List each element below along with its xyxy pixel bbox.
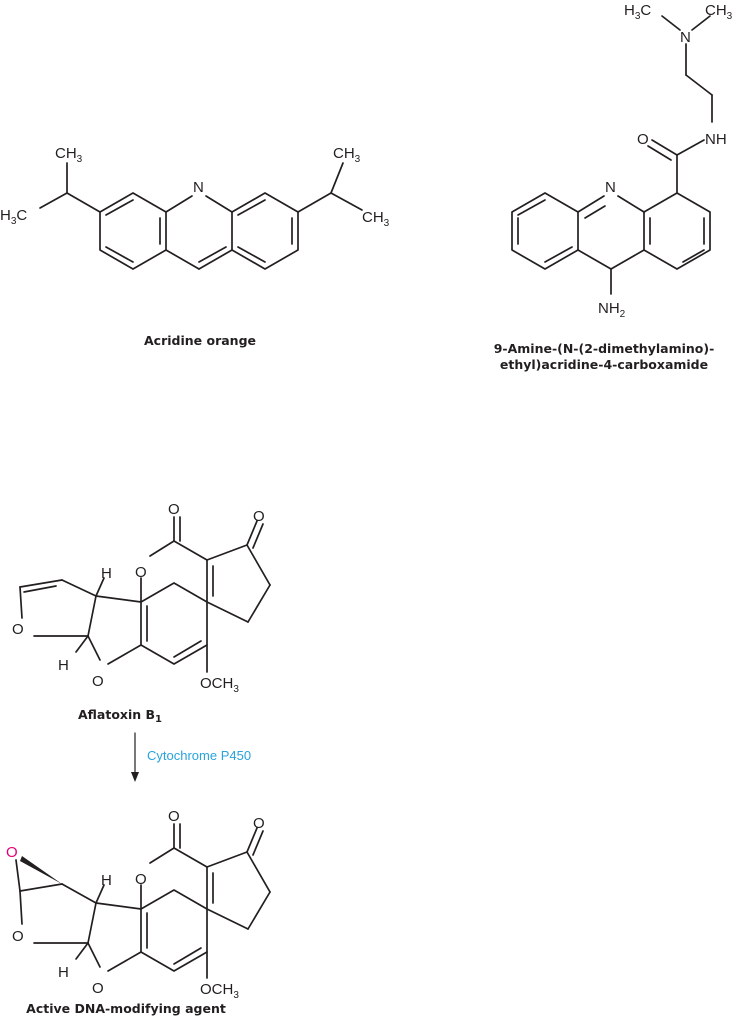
hydrogen-label: H	[101, 872, 112, 889]
carboxamide-caption-line-2: ethyl)acridine-4-carboxamide	[500, 357, 708, 372]
reaction-arrow	[131, 733, 139, 782]
amide-nh-label: NH	[705, 131, 727, 148]
ring-oxygen-label: O	[135, 564, 147, 581]
amine-nitrogen-label: N	[680, 29, 691, 46]
aflatoxin-caption: Aflatoxin B1	[78, 707, 162, 725]
methoxy-label: OCH3	[200, 675, 239, 695]
carboxamide-structure	[512, 16, 712, 294]
methyl-label: CH3	[362, 209, 390, 229]
methyl-label: H3C	[624, 2, 651, 22]
active-agent-structure	[16, 824, 270, 978]
carbonyl-oxygen-label: O	[637, 131, 649, 148]
acridine-orange-caption: Acridine orange	[144, 333, 256, 348]
furan-oxygen-label: O	[12, 928, 24, 945]
ketone-oxygen-label: O	[253, 508, 265, 525]
furan-oxygen-label: O	[12, 621, 24, 638]
methyl-label: CH3	[705, 2, 733, 22]
methoxy-label: OCH3	[200, 981, 239, 1001]
ring-nitrogen-label: N	[193, 179, 204, 196]
amino-group-label: NH2	[598, 300, 626, 320]
aflatoxin-structure	[20, 517, 270, 672]
methyl-label: H3C	[0, 207, 27, 227]
ring-oxygen-label: O	[135, 871, 147, 888]
methyl-label: CH3	[55, 145, 83, 165]
furan-oxygen-label: O	[92, 673, 104, 690]
furan-oxygen-label: O	[92, 980, 104, 997]
enzyme-label: Cytochrome P450	[147, 748, 251, 763]
active-agent-caption: Active DNA-modifying agent	[26, 1001, 226, 1016]
ketone-oxygen-label: O	[253, 815, 265, 832]
hydrogen-label: H	[58, 964, 69, 981]
carbonyl-oxygen-label: O	[168, 501, 180, 518]
carbonyl-oxygen-label: O	[168, 808, 180, 825]
hydrogen-label: H	[58, 657, 69, 674]
epoxide-oxygen-label: O	[6, 844, 18, 861]
hydrogen-label: H	[101, 565, 112, 582]
carboxamide-caption-line-1: 9-Amine-(N-(2-dimethylamino)-	[494, 341, 715, 356]
ring-nitrogen-label: N	[605, 179, 616, 196]
methyl-label: CH3	[333, 145, 361, 165]
